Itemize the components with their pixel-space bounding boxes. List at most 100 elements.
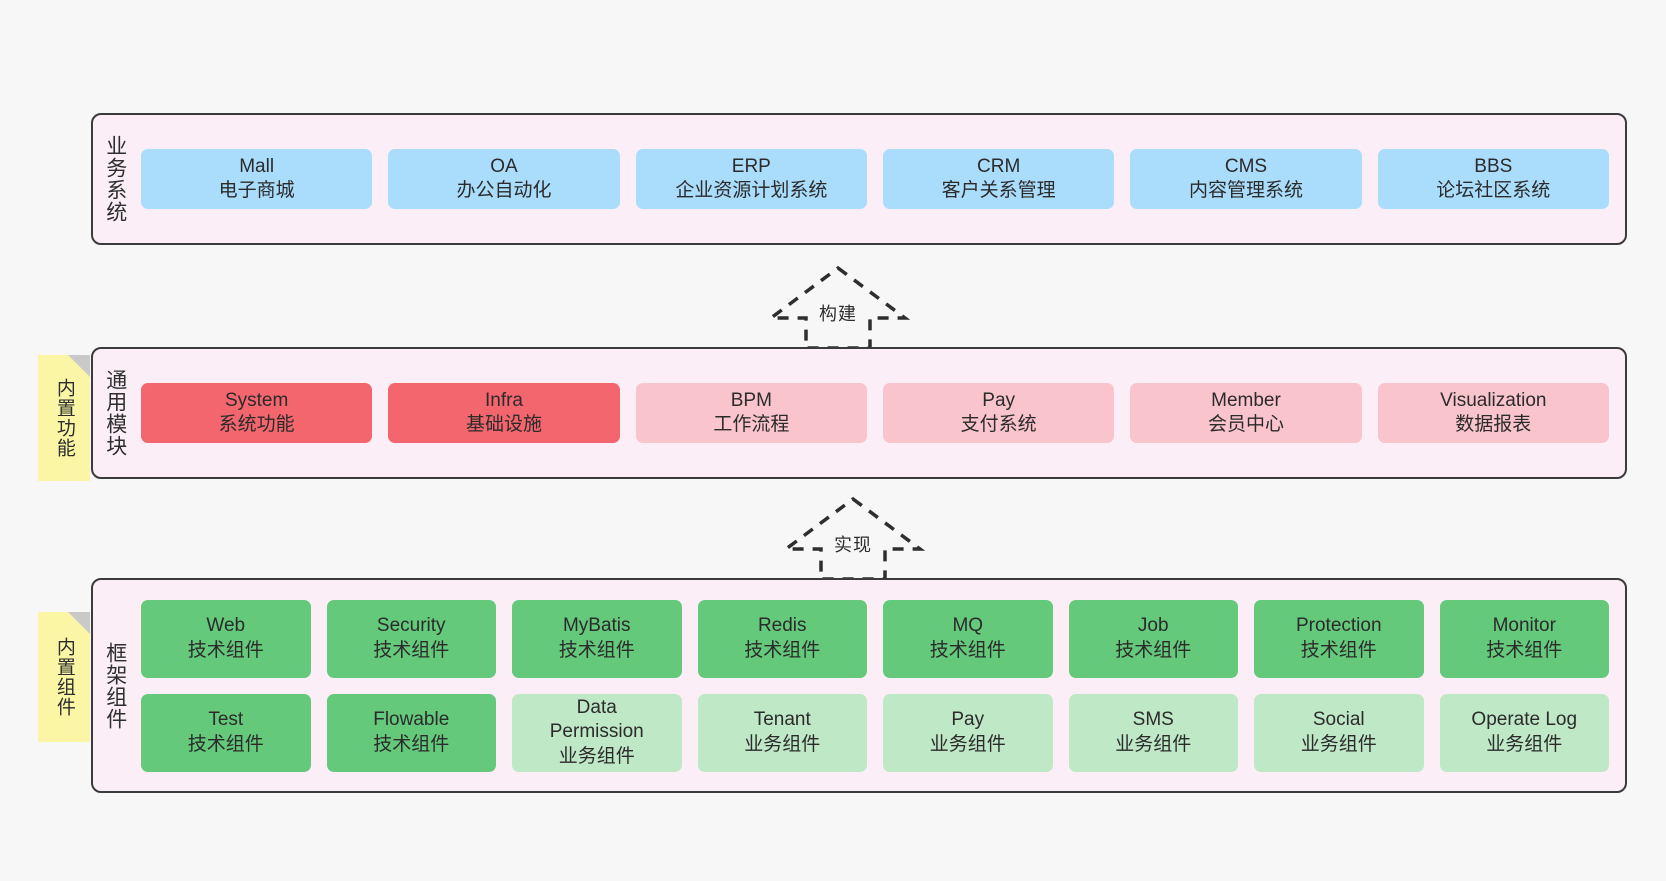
node-data-permission[interactable]: Data Permission 业务组件	[512, 693, 682, 772]
node-subtitle: 技术组件	[373, 639, 450, 661]
node-subtitle: 客户关系管理	[941, 180, 1056, 201]
node-monitor[interactable]: Monitor 技术组件	[1439, 599, 1609, 678]
node-flowable[interactable]: Flowable 技术组件	[326, 693, 496, 772]
node-subtitle: 业务组件	[1486, 733, 1563, 755]
node-subtitle: 技术组件	[1115, 639, 1192, 661]
node-title: BPM	[730, 389, 772, 411]
node-job[interactable]: Job 技术组件	[1068, 599, 1238, 678]
node-title: Visualization	[1440, 389, 1547, 411]
arrow-build: 构建	[763, 262, 913, 352]
node-title: BBS	[1474, 155, 1513, 177]
node-web[interactable]: Web 技术组件	[141, 599, 311, 678]
node-title: Web	[206, 615, 246, 637]
node-visualization[interactable]: Visualization 数据报表	[1377, 382, 1609, 444]
node-social[interactable]: Social 业务组件	[1254, 693, 1424, 772]
layer-business: 业务系统 Mall 电子商城 OA 办公自动化 ERP 企业资源计划系统 CRM…	[91, 113, 1627, 245]
node-title: Security	[376, 615, 446, 637]
node-crm[interactable]: CRM 客户关系管理	[882, 148, 1115, 210]
node-title: Protection	[1295, 615, 1382, 637]
sticky-note-label: 内置组件	[53, 637, 75, 717]
node-title: Operate Log	[1471, 709, 1578, 731]
node-title: OA	[490, 155, 518, 177]
node-subtitle: 企业资源计划系统	[675, 180, 828, 201]
node-title: CMS	[1224, 155, 1268, 177]
node-title: Job	[1137, 615, 1169, 637]
node-title: Pay	[951, 709, 985, 731]
node-subtitle: 业务组件	[558, 745, 635, 767]
sticky-note-builtin-component: 内置组件	[38, 612, 90, 742]
layer-title-framework-component: 框架组件	[103, 641, 127, 730]
node-row: Mall 电子商城 OA 办公自动化 ERP 企业资源计划系统 CRM 客户关系…	[141, 148, 1609, 210]
node-title: MyBatis	[562, 615, 631, 637]
layer-title-business: 业务系统	[103, 135, 127, 223]
sticky-note-builtin-function: 内置功能	[38, 355, 90, 481]
node-tenant[interactable]: Tenant 业务组件	[697, 693, 867, 772]
node-erp[interactable]: ERP 企业资源计划系统	[635, 148, 867, 210]
node-test[interactable]: Test 技术组件	[141, 693, 311, 772]
layer-title-common-module: 通用模块	[103, 369, 127, 457]
node-title: Social	[1312, 709, 1365, 731]
node-mq[interactable]: MQ 技术组件	[883, 599, 1053, 678]
node-title: Flowable	[373, 709, 450, 731]
node-subtitle: 电子商城	[218, 180, 295, 201]
node-title: ERP	[731, 155, 771, 177]
node-subtitle: 支付系统	[960, 414, 1037, 435]
node-subtitle: 工作流程	[713, 414, 790, 435]
node-bpm[interactable]: BPM 工作流程	[635, 382, 867, 444]
node-operate-log[interactable]: Operate Log 业务组件	[1439, 693, 1609, 772]
node-pay-component[interactable]: Pay 业务组件	[883, 693, 1053, 772]
node-row: Test 技术组件 Flowable 技术组件 Data Permission …	[141, 693, 1609, 772]
node-protection[interactable]: Protection 技术组件	[1254, 599, 1424, 678]
node-title: Test	[208, 709, 244, 731]
node-subtitle: 技术组件	[1486, 639, 1563, 661]
arrow-implement-label: 实现	[834, 535, 872, 555]
node-subtitle: 基础设施	[465, 414, 542, 435]
node-subtitle: 业务组件	[929, 733, 1006, 755]
layer-body-business: Mall 电子商城 OA 办公自动化 ERP 企业资源计划系统 CRM 客户关系…	[137, 115, 1625, 243]
node-title: Tenant	[753, 709, 811, 731]
node-title: CRM	[977, 155, 1021, 177]
layer-body-framework-component: Web 技术组件 Security 技术组件 MyBatis 技术组件 Redi…	[137, 580, 1625, 791]
node-subtitle: 内容管理系统	[1188, 180, 1303, 201]
node-system[interactable]: System 系统功能	[141, 382, 373, 444]
arrow-implement: 实现	[778, 493, 928, 583]
node-row: System 系统功能 Infra 基础设施 BPM 工作流程 Pay 支付系统…	[141, 382, 1609, 444]
node-subtitle: 业务组件	[744, 733, 821, 755]
node-subtitle: 办公自动化	[456, 180, 552, 201]
node-cms[interactable]: CMS 内容管理系统	[1130, 148, 1362, 210]
node-title: SMS	[1132, 709, 1174, 731]
node-subtitle: 业务组件	[1115, 733, 1192, 755]
node-subtitle: 会员中心	[1207, 414, 1284, 435]
node-subtitle: 技术组件	[929, 639, 1006, 661]
node-mall[interactable]: Mall 电子商城	[141, 148, 373, 210]
node-bbs[interactable]: BBS 论坛社区系统	[1377, 148, 1609, 210]
node-subtitle: 论坛社区系统	[1436, 180, 1551, 201]
node-title: Infra	[484, 389, 523, 411]
node-title: Mall	[239, 155, 275, 177]
node-subtitle: 技术组件	[373, 733, 450, 755]
node-subtitle: 系统功能	[218, 414, 295, 435]
layer-common-module: 通用模块 System 系统功能 Infra 基础设施 BPM 工作流程 Pay…	[91, 347, 1627, 479]
node-subtitle: 技术组件	[1300, 639, 1377, 661]
node-title: Pay	[982, 389, 1016, 411]
node-title: Member	[1211, 389, 1281, 411]
layer-framework-component: 框架组件 Web 技术组件 Security 技术组件 MyBatis 技术组件…	[91, 578, 1627, 793]
node-title: Redis	[757, 615, 807, 637]
node-infra[interactable]: Infra 基础设施	[388, 382, 620, 444]
node-title: Monitor	[1492, 615, 1556, 637]
node-security[interactable]: Security 技术组件	[326, 599, 496, 678]
node-redis[interactable]: Redis 技术组件	[697, 599, 867, 678]
node-oa[interactable]: OA 办公自动化	[388, 148, 620, 210]
node-sms[interactable]: SMS 业务组件	[1068, 693, 1238, 772]
sticky-note-label: 内置功能	[53, 378, 75, 458]
node-mybatis[interactable]: MyBatis 技术组件	[512, 599, 682, 678]
node-subtitle: 业务组件	[1300, 733, 1377, 755]
node-subtitle: 数据报表	[1455, 414, 1532, 435]
node-title: Data Permission	[549, 697, 644, 743]
node-title: System	[224, 389, 289, 411]
node-subtitle: 技术组件	[187, 639, 264, 661]
node-member[interactable]: Member 会员中心	[1130, 382, 1362, 444]
node-pay[interactable]: Pay 支付系统	[882, 382, 1115, 444]
arrow-build-label: 构建	[819, 304, 857, 324]
